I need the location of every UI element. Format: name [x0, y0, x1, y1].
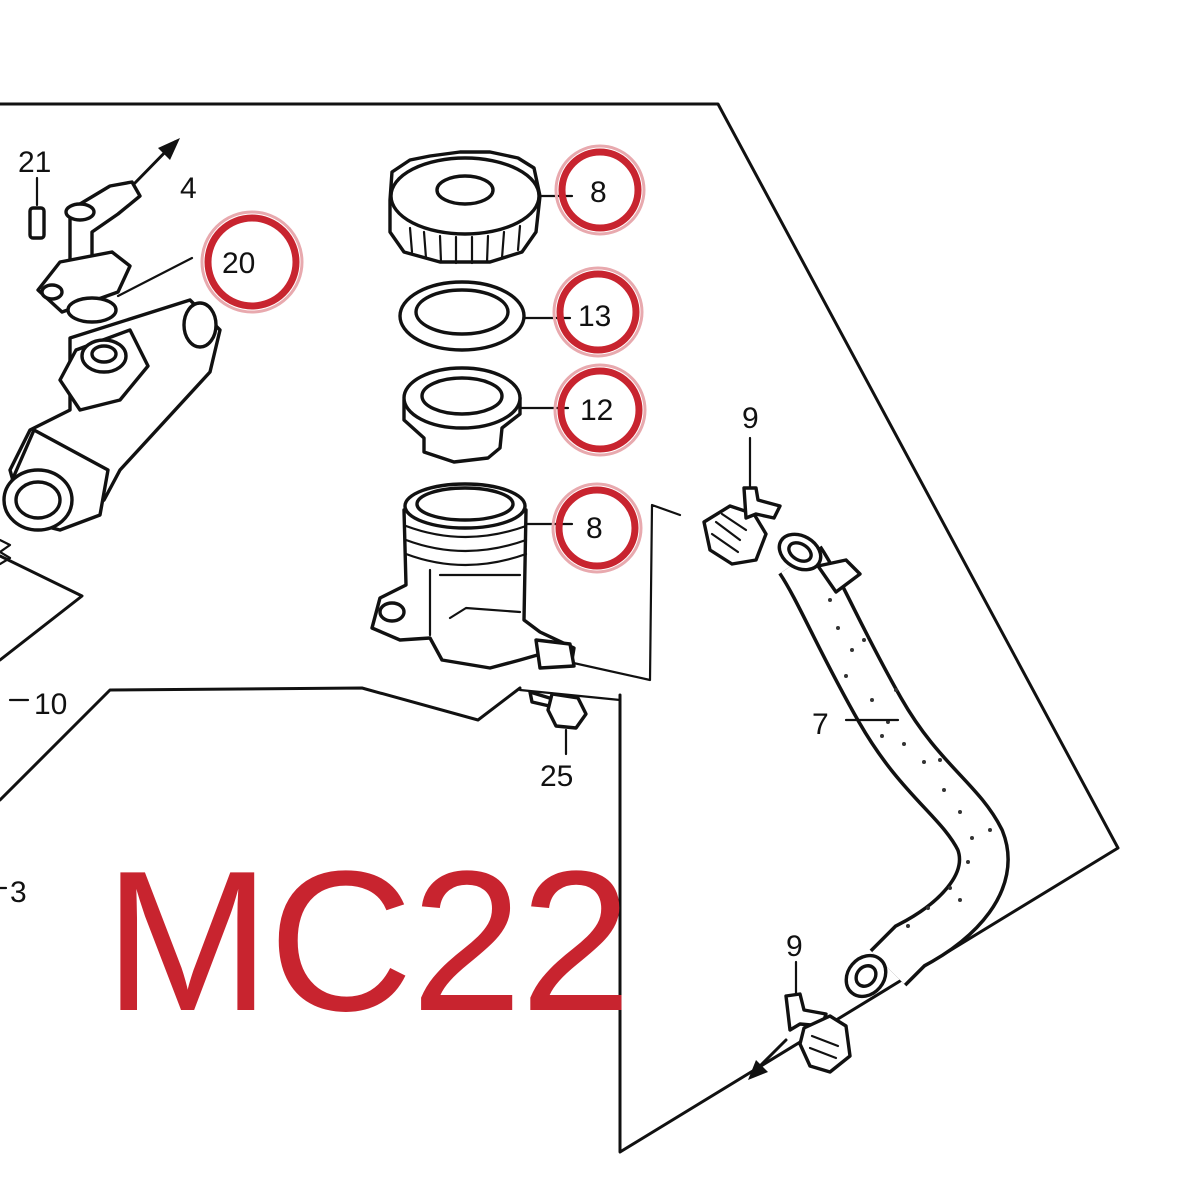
callout-7: 7	[812, 708, 829, 741]
section-frame	[0, 102, 1120, 1154]
hose-assembly	[702, 436, 1010, 1080]
callout-9-top: 9	[742, 402, 759, 435]
callout-9-bottom: 9	[786, 930, 803, 963]
highlight-rings	[200, 144, 647, 574]
callout-25: 25	[540, 760, 573, 793]
highlight-ring-20	[204, 214, 300, 310]
highlight-ring-12	[557, 367, 643, 453]
callout-8-top: 8	[590, 176, 607, 209]
callout-labels: 21 4 20 8 13 12 8 9 9 7 25 10 3	[10, 146, 829, 963]
callout-13: 13	[578, 300, 611, 333]
callout-3: 3	[10, 876, 27, 909]
reservoir-assembly	[370, 150, 588, 756]
callout-12: 12	[580, 394, 613, 427]
highlight-ring-13	[556, 270, 640, 354]
callout-21: 21	[18, 146, 51, 179]
callout-20: 20	[222, 247, 255, 280]
callout-10: 10	[34, 688, 67, 721]
highlight-ring-8-bottom	[555, 486, 639, 570]
callout-4: 4	[180, 172, 197, 205]
master-cylinder-assembly	[0, 138, 222, 890]
highlight-ring-8-top	[558, 148, 642, 232]
callout-8-bottom: 8	[586, 512, 603, 545]
model-code-label: MC22	[104, 830, 630, 1053]
